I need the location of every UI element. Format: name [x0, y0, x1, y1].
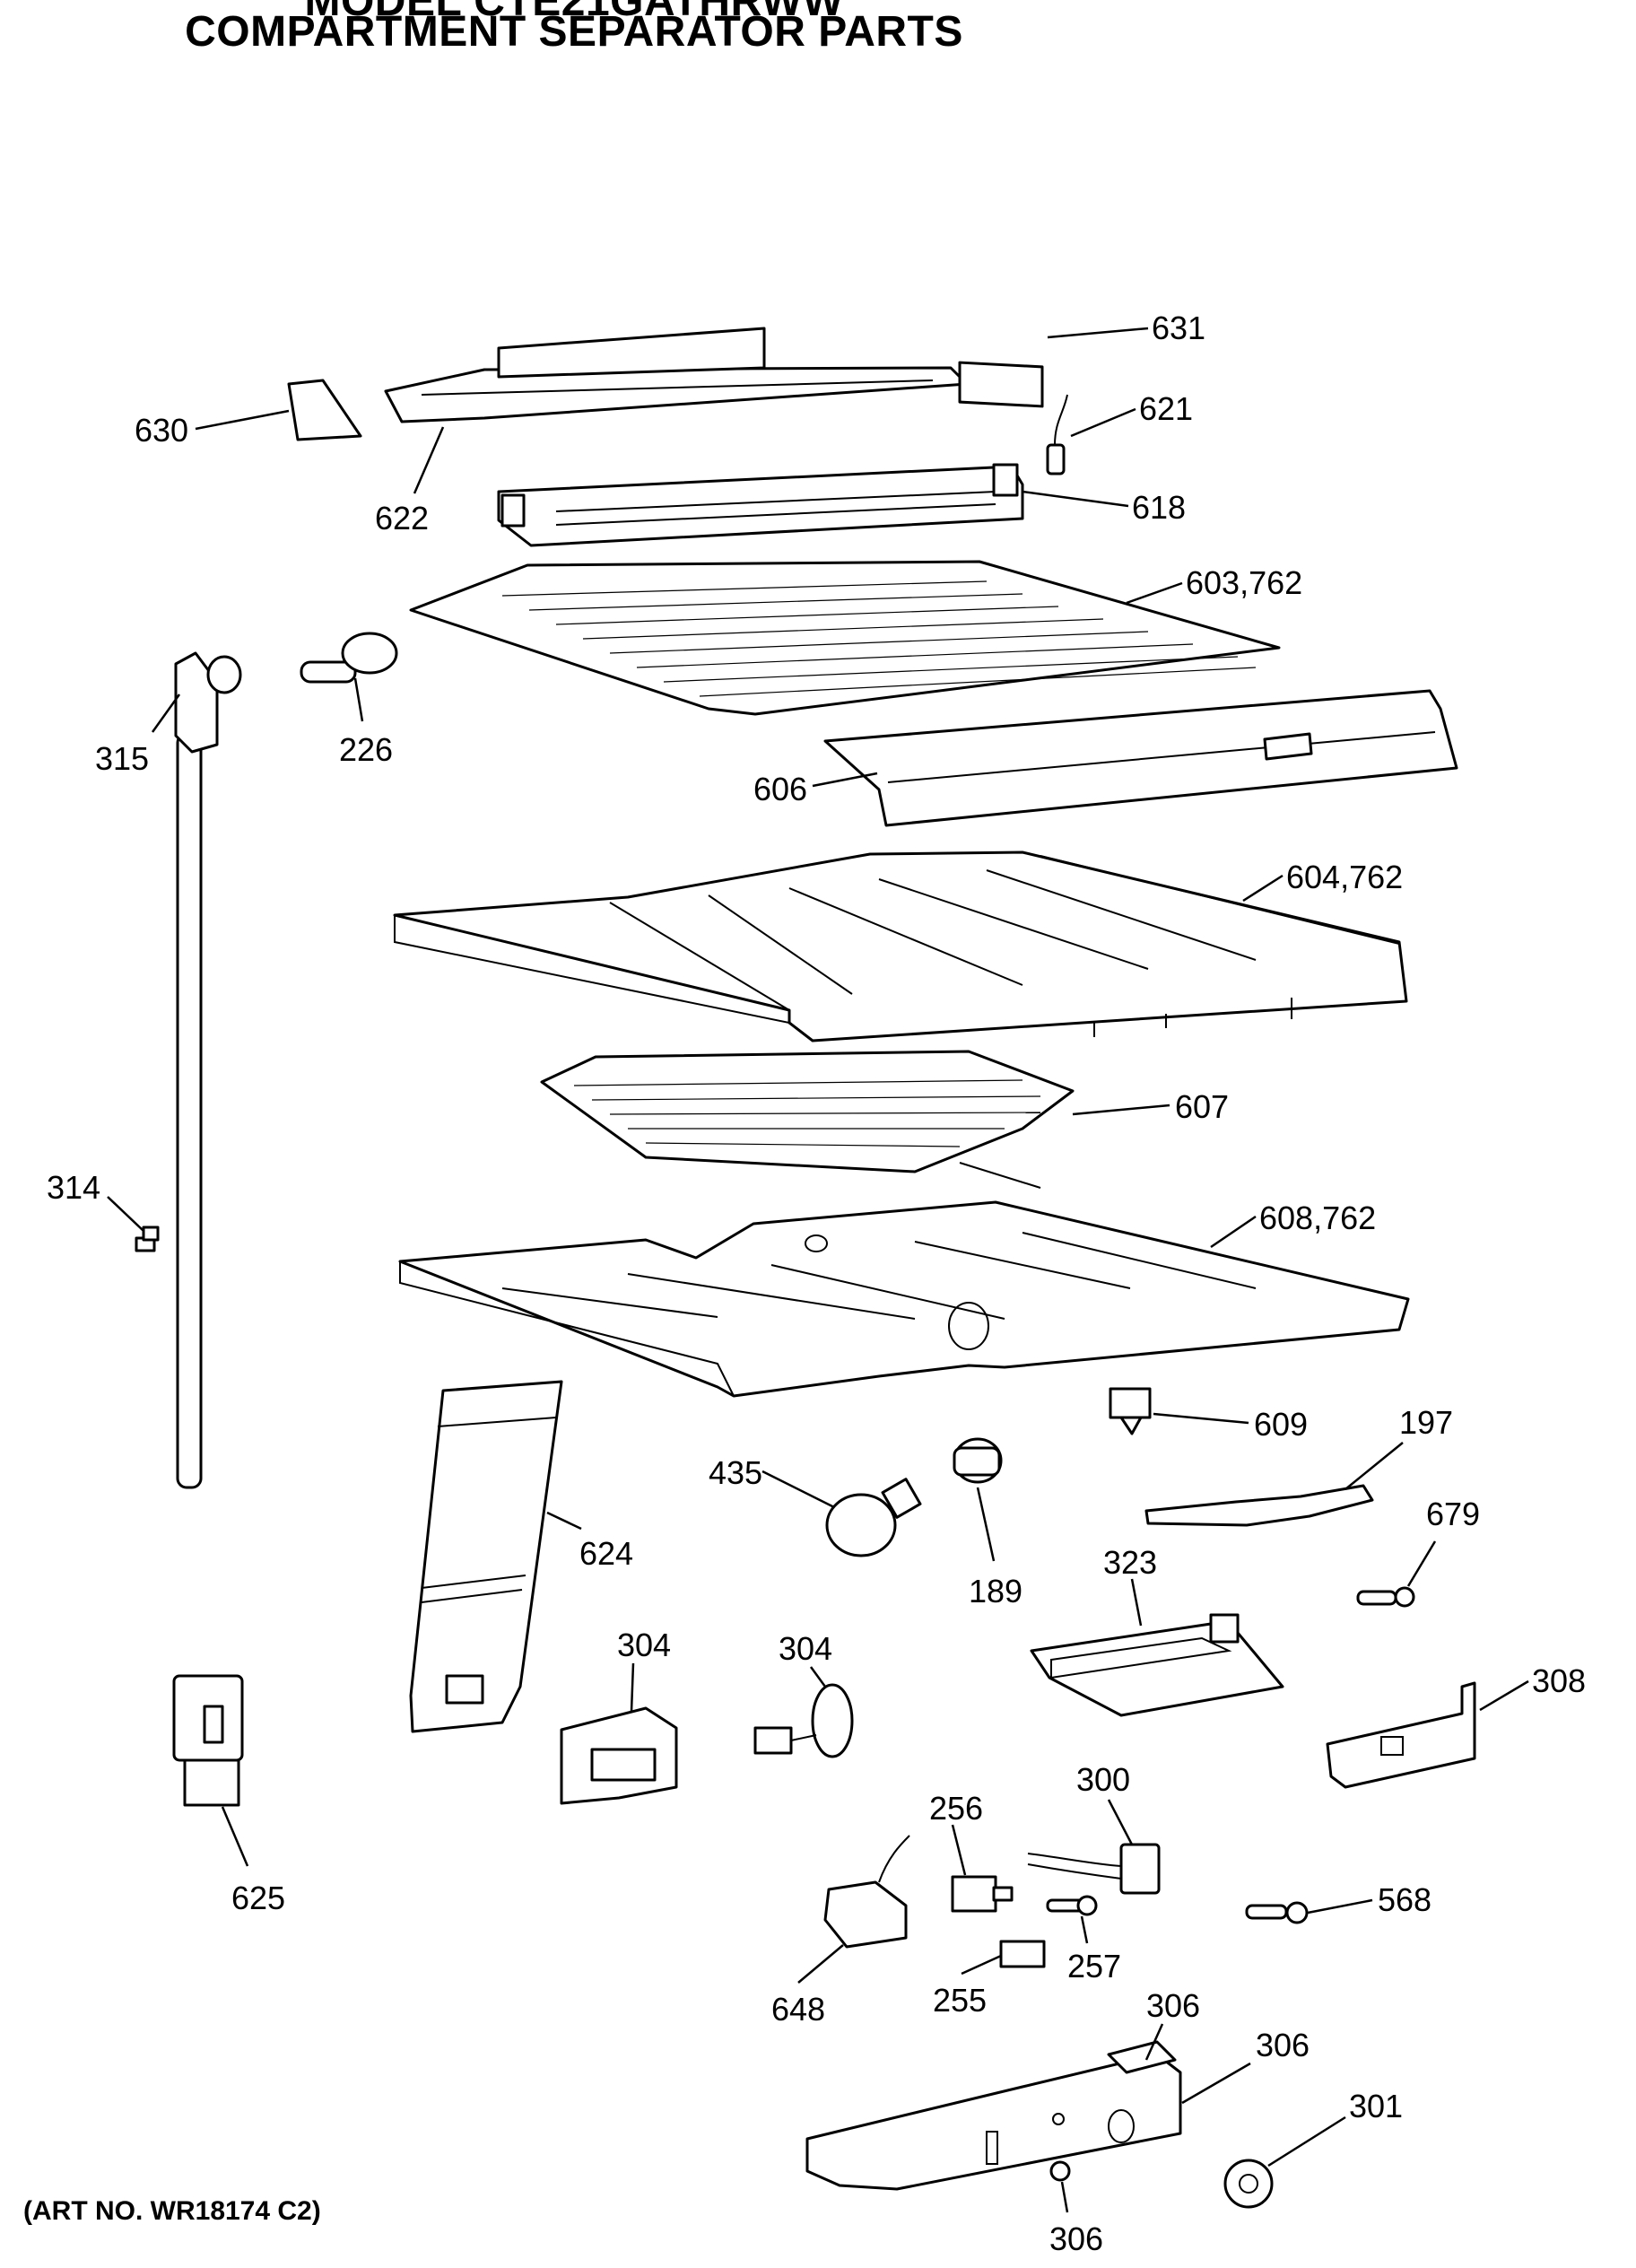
part-630-plate [287, 379, 362, 441]
part-609-switch [1109, 1387, 1152, 1435]
part-631-block [958, 361, 1044, 408]
callout-618: 618 [1132, 489, 1186, 526]
model-title: MODEL CTE21GATHRWW [304, 0, 844, 25]
callout-609: 609 [1254, 1406, 1308, 1443]
callout-304-cover: 304 [617, 1627, 671, 1663]
callout-679: 679 [1426, 1496, 1480, 1532]
callout-648: 648 [771, 1991, 825, 2028]
callout-labels: 631 630 621 622 618 603,762 315 226 606 … [47, 310, 1586, 2257]
callout-308: 308 [1532, 1662, 1586, 1699]
callout-256: 256 [929, 1790, 983, 1827]
callout-568: 568 [1378, 1881, 1432, 1918]
callout-300: 300 [1076, 1761, 1130, 1798]
part-621-wire-connector [1046, 394, 1068, 475]
part-604-divider-tray [393, 850, 1408, 1042]
part-301-knob [1223, 2159, 1274, 2209]
callout-630: 630 [135, 412, 188, 449]
callout-603-762: 603,762 [1186, 564, 1302, 601]
callout-621: 621 [1139, 390, 1193, 427]
callout-323: 323 [1103, 1544, 1157, 1581]
part-300-thermostat [1027, 1843, 1161, 1895]
part-197-harness-strip [1144, 1484, 1374, 1527]
part-256-switch [951, 1875, 1014, 1913]
page-title: COMPARTMENT SEPARATOR PARTS [185, 8, 963, 56]
callout-257: 257 [1067, 1948, 1121, 1984]
callout-306-right: 306 [1256, 2027, 1310, 2063]
part-308-mounting-plate [1326, 1681, 1476, 1789]
part-257-screw [1046, 1895, 1098, 1916]
part-306-plug [1049, 2160, 1071, 2182]
callout-226: 226 [339, 731, 393, 768]
callout-622: 622 [375, 500, 429, 536]
callout-608-762: 608,762 [1259, 1199, 1376, 1236]
part-608-evaporator-pan [398, 1200, 1410, 1398]
leader-lines [107, 327, 1529, 2213]
callout-314: 314 [47, 1169, 100, 1206]
callout-435: 435 [709, 1454, 762, 1491]
part-624-duct [409, 1380, 563, 1733]
part-304-control-knob [753, 1683, 854, 1758]
part-603-grille-shelf [409, 560, 1281, 716]
callout-315: 315 [95, 740, 149, 777]
art-number: (ART NO. WR18174 C2) [23, 2196, 321, 2226]
callout-306-top: 306 [1146, 1987, 1200, 2024]
callout-606: 606 [753, 771, 807, 807]
part-255-button [999, 1940, 1046, 1968]
part-314-clip [135, 1226, 160, 1252]
callout-197: 197 [1399, 1404, 1453, 1441]
callout-625: 625 [231, 1880, 285, 1916]
part-435-light-bulb [825, 1478, 922, 1557]
callout-607: 607 [1175, 1088, 1229, 1125]
callout-604-762: 604,762 [1286, 859, 1403, 895]
part-679-screw [1356, 1586, 1415, 1608]
part-618-fan-housing [497, 463, 1024, 547]
callout-304-knob: 304 [779, 1630, 832, 1667]
callout-301: 301 [1349, 2088, 1403, 2124]
part-306-control-housing [805, 2040, 1182, 2191]
part-606-channel [823, 689, 1458, 827]
callout-631: 631 [1152, 310, 1205, 346]
part-226-damper-cap [300, 632, 398, 684]
part-189-socket [953, 1437, 1003, 1484]
part-607-insulation-mesh [540, 1050, 1075, 1189]
part-304-cover-block [560, 1706, 678, 1805]
callout-306-bottom: 306 [1049, 2220, 1103, 2257]
part-648-defrost-timer [823, 1835, 910, 1949]
part-568-screw [1245, 1901, 1309, 1924]
part-323-control-housing [1030, 1613, 1284, 1717]
callout-189: 189 [969, 1573, 1022, 1609]
callout-624: 624 [579, 1535, 633, 1572]
part-315-tube-bracket [174, 651, 242, 1489]
callout-255: 255 [933, 1982, 987, 2019]
part-622-top-cover [384, 327, 969, 423]
part-625-bracket [172, 1674, 244, 1807]
